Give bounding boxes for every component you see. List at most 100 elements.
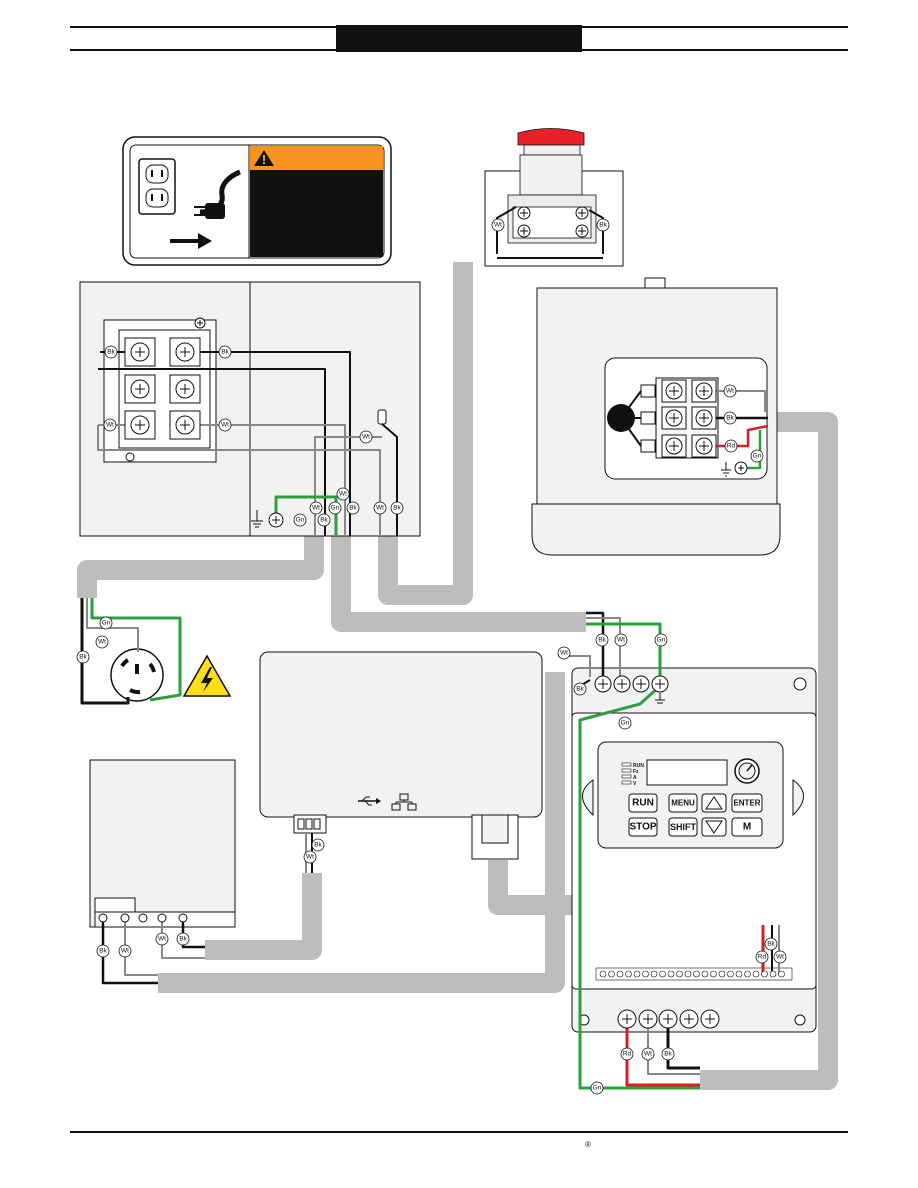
svg-text:Bk: Bk	[314, 842, 322, 849]
wire-tag: Gn	[750, 449, 764, 463]
estop-terminal	[575, 206, 589, 220]
twist-lock-plug	[110, 648, 164, 702]
led-label-v: V	[633, 781, 637, 787]
control-terminal-screw	[599, 970, 607, 978]
wire-tag: Wt	[614, 633, 628, 647]
network-icon	[391, 793, 417, 811]
svg-text:Bk: Bk	[664, 1051, 672, 1058]
control-terminal-screw	[642, 970, 649, 978]
wire-tag: Bk	[96, 944, 110, 958]
mag-switch-screw	[125, 452, 135, 462]
svg-text:Wt: Wt	[158, 936, 166, 943]
wire-tag: Bk	[596, 218, 610, 232]
vfd-output-terminal	[700, 1009, 720, 1029]
control-terminal-screw	[616, 970, 624, 978]
warning-triangle-icon	[254, 150, 274, 166]
svg-text:Wt: Wt	[339, 491, 347, 498]
svg-text:Bk: Bk	[179, 936, 187, 943]
arrow-right-icon	[170, 233, 212, 249]
svg-text:Bk: Bk	[99, 948, 107, 955]
mag-switch-screw	[194, 317, 206, 329]
vfd-input-terminal	[594, 675, 612, 693]
motor-terminal	[691, 406, 717, 430]
warning-header	[250, 146, 383, 170]
control-terminal-screw	[676, 970, 683, 978]
ground-icon	[655, 693, 665, 704]
warning-label	[122, 136, 392, 266]
svg-text:Bk: Bk	[107, 349, 115, 356]
vfd-led-indicators: RUN Fz A V	[621, 762, 644, 787]
wire-tag: Wt	[723, 384, 737, 398]
svg-text:Gn: Gn	[621, 720, 630, 727]
svg-text:Wt: Wt	[560, 650, 568, 657]
svg-text:Wt: Wt	[106, 422, 114, 429]
wire-tag: Wt	[95, 635, 109, 649]
svg-text:Rd: Rd	[758, 954, 767, 961]
svg-text:Wt: Wt	[644, 1051, 652, 1058]
wire-tag: Wt	[218, 418, 232, 432]
duplex-outlet-icon	[138, 158, 176, 215]
enter-key-label: ENTER	[733, 799, 760, 808]
wire-tag: Gn	[293, 513, 307, 527]
shift-key[interactable]: SHIFT	[668, 817, 698, 837]
control-terminal-screw	[727, 970, 734, 978]
up-arrow-icon	[705, 796, 723, 810]
mag-switch-terminal	[169, 337, 201, 367]
svg-text:Gn: Gn	[657, 637, 666, 644]
vfd-output-terminal	[638, 1009, 658, 1029]
vfd-keypad: RUN Fz A V RUN MENU ENTER STOP SHIFT	[621, 762, 763, 837]
wire-tag: Rd	[620, 1047, 634, 1061]
motor-terminal	[691, 379, 717, 403]
svg-text:Bk: Bk	[221, 349, 229, 356]
svg-text:Gn: Gn	[331, 505, 340, 512]
power-supply-terminal	[178, 913, 188, 923]
vfd-control-terminal-strip	[599, 970, 785, 978]
power-supply-terminal	[98, 913, 108, 923]
wire-tag: Rd	[724, 439, 738, 453]
vfd-output-terminal	[617, 1009, 637, 1029]
svg-text:Gn: Gn	[102, 620, 111, 627]
svg-text:Bk: Bk	[576, 686, 584, 693]
wire-tag: Bk	[390, 501, 404, 515]
registered-mark: ®	[585, 1140, 591, 1149]
wire-tag: Wt	[773, 950, 787, 964]
enter-key[interactable]: ENTER	[731, 793, 763, 813]
wire-tag: Wt	[359, 430, 373, 444]
wire-tag: Bk	[764, 937, 778, 951]
control-terminal-screw	[701, 970, 709, 978]
svg-text:Wt: Wt	[726, 388, 734, 395]
wire-tag: Wt	[155, 932, 169, 946]
svg-text:Bk: Bk	[393, 505, 401, 512]
run-key-label: RUN	[632, 798, 654, 809]
svg-text:Bk: Bk	[349, 505, 357, 512]
run-key[interactable]: RUN	[628, 793, 658, 813]
page-footer: ®	[70, 1131, 848, 1149]
wire-tag: Bk	[723, 411, 737, 425]
svg-text:Bk: Bk	[598, 637, 606, 644]
svg-text:Wt: Wt	[221, 422, 229, 429]
control-terminal-screw	[633, 970, 641, 978]
mag-switch-terminal	[124, 410, 156, 440]
svg-text:Wt: Wt	[98, 639, 106, 646]
svg-text:Bk: Bk	[726, 415, 734, 422]
power-supply-terminal	[120, 913, 130, 923]
m-key-label: M	[743, 822, 751, 833]
warning-body	[250, 170, 383, 257]
hazard-voltage-icon	[182, 654, 232, 697]
up-key[interactable]	[701, 793, 727, 813]
wire-tag: Gn	[328, 501, 342, 515]
m-key[interactable]: M	[731, 817, 763, 837]
down-key[interactable]	[701, 817, 727, 837]
control-terminal-screw	[659, 970, 666, 978]
menu-key[interactable]: MENU	[668, 793, 698, 813]
stop-key[interactable]: STOP	[628, 817, 658, 837]
wire-tag: Bk	[595, 633, 609, 647]
control-terminal-screw	[769, 970, 777, 978]
shift-key-label: SHIFT	[670, 822, 697, 832]
svg-text:Bk: Bk	[599, 222, 607, 229]
wire-tag: Bk	[317, 513, 331, 527]
control-terminal-screw	[761, 970, 768, 978]
wire-tag: Bk	[573, 682, 587, 696]
vfd-input-terminal	[651, 675, 669, 693]
